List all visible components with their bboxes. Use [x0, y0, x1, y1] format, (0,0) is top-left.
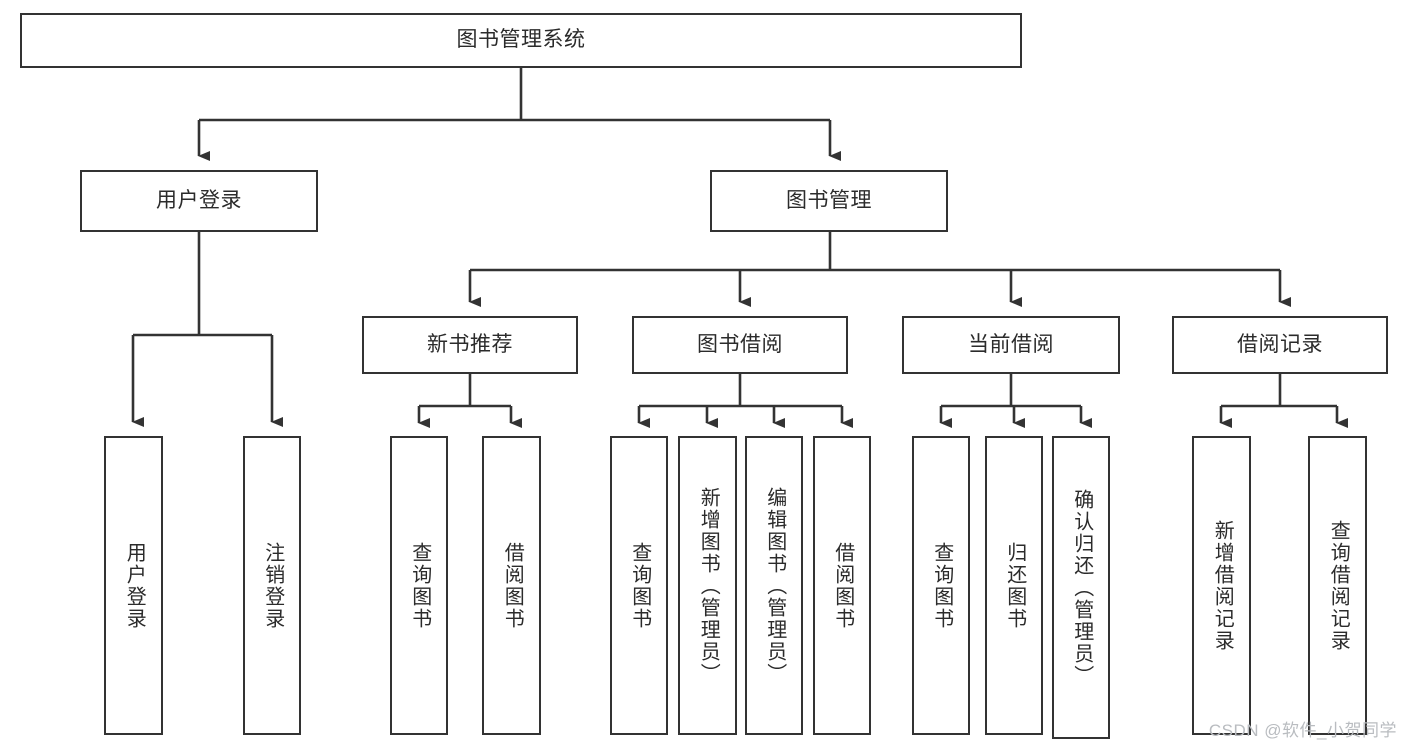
node-leaf-query-book-2-label: 查询图书: [628, 541, 651, 630]
node-leaf-query-record-label: 查询借阅记录: [1327, 519, 1350, 652]
node-leaf-borrow-book-2[interactable]: 借阅图书: [813, 436, 871, 735]
node-root[interactable]: 图书管理系统: [20, 13, 1022, 68]
node-leaf-edit-book[interactable]: 编辑图书（管理员）: [745, 436, 803, 735]
node-book-borrow[interactable]: 图书借阅: [632, 316, 848, 374]
node-leaf-edit-book-label: 编辑图书（管理员）: [763, 486, 786, 685]
node-leaf-logout[interactable]: 注销登录: [243, 436, 301, 735]
node-leaf-user-login-label: 用户登录: [123, 541, 146, 630]
node-leaf-query-record[interactable]: 查询借阅记录: [1308, 436, 1367, 735]
node-leaf-query-book-3[interactable]: 查询图书: [912, 436, 970, 735]
node-book-borrow-label: 图书借阅: [697, 332, 783, 356]
node-user-login-label: 用户登录: [156, 188, 242, 212]
node-leaf-add-book[interactable]: 新增图书（管理员）: [678, 436, 737, 735]
node-leaf-add-book-label: 新增图书（管理员）: [697, 486, 720, 685]
node-leaf-add-record-label: 新增借阅记录: [1211, 519, 1234, 652]
node-current-borrow-label: 当前借阅: [968, 332, 1054, 356]
node-borrow-record[interactable]: 借阅记录: [1172, 316, 1388, 374]
node-leaf-query-book-3-label: 查询图书: [930, 541, 953, 630]
node-current-borrow[interactable]: 当前借阅: [902, 316, 1120, 374]
node-leaf-confirm-return[interactable]: 确认归还（管理员）: [1052, 436, 1110, 739]
node-leaf-query-book-1-label: 查询图书: [408, 541, 431, 630]
node-borrow-record-label: 借阅记录: [1237, 332, 1323, 356]
node-leaf-borrow-book-1[interactable]: 借阅图书: [482, 436, 541, 735]
node-leaf-borrow-book-1-label: 借阅图书: [501, 541, 524, 630]
csdn-watermark: CSDN @软件_小贺同学: [1208, 721, 1397, 740]
node-leaf-return-book-label: 归还图书: [1003, 541, 1026, 630]
node-leaf-query-book-2[interactable]: 查询图书: [610, 436, 668, 735]
node-book-management[interactable]: 图书管理: [710, 170, 948, 232]
node-leaf-return-book[interactable]: 归还图书: [985, 436, 1043, 735]
node-leaf-query-book-1[interactable]: 查询图书: [390, 436, 448, 735]
node-user-login[interactable]: 用户登录: [80, 170, 318, 232]
node-leaf-logout-label: 注销登录: [261, 541, 284, 630]
node-leaf-add-record[interactable]: 新增借阅记录: [1192, 436, 1251, 735]
node-leaf-user-login[interactable]: 用户登录: [104, 436, 163, 735]
node-root-label: 图书管理系统: [456, 28, 586, 52]
node-new-book-recommend-label: 新书推荐: [427, 332, 513, 356]
node-leaf-borrow-book-2-label: 借阅图书: [831, 541, 854, 630]
node-leaf-confirm-return-label: 确认归还（管理员）: [1070, 488, 1093, 687]
node-new-book-recommend[interactable]: 新书推荐: [362, 316, 578, 374]
node-book-management-label: 图书管理: [786, 188, 872, 212]
